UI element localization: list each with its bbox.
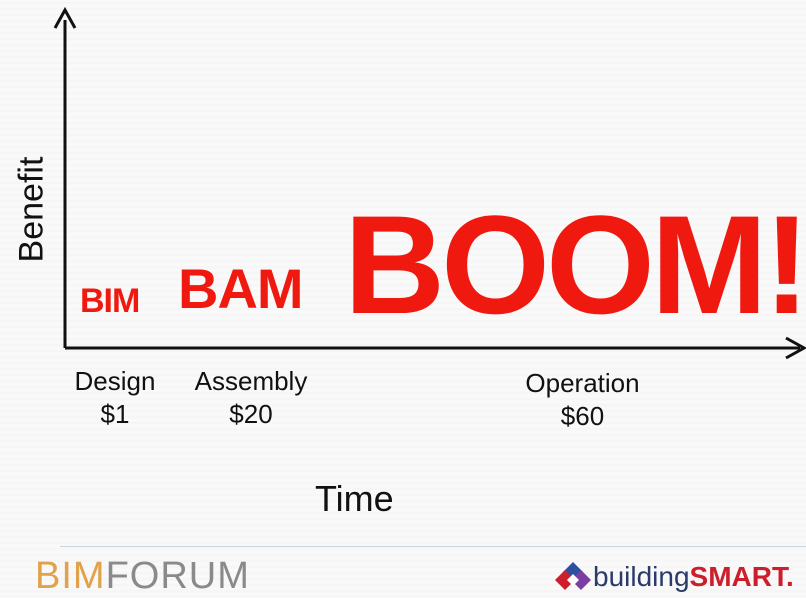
benefit-word-boom: BOOM! [344,186,806,343]
buildingsmart-wordmark-bold: SMART. [689,561,794,592]
bimforum-logo: BIMFORUM [35,555,250,598]
y-axis-arrowhead [53,6,77,29]
stage-design-cost: $1 [100,398,130,429]
stage-operation-cost: $60 [560,400,605,431]
benefit-word-bam: BAM [178,257,304,320]
y-axis-label: Benefit [12,156,51,263]
buildingsmart-wordmark: buildingSMART. [593,561,794,592]
footer-divider [60,546,806,547]
benefit-word-bim: BIM [80,282,140,320]
bimforum-logo-accent: BIM [35,555,106,597]
stage-operation-phase: Operation [525,368,640,398]
buildingsmart-logo: buildingSMART. [553,560,794,594]
stage-assembly: Assembly $20 [180,365,322,430]
stage-assembly-cost: $20 [229,398,273,429]
x-axis-label: Time [315,478,394,519]
stage-design: Design $1 [60,365,170,430]
stage-operation: Operation $60 [505,367,660,432]
stage-design-phase: Design [74,366,156,396]
stage-assembly-phase: Assembly [194,366,308,396]
bimforum-logo-rest: FORUM [105,555,250,597]
x-axis-arrowhead [785,336,806,360]
buildingsmart-wordmark-normal: building [593,561,690,592]
buildingsmart-mark-icon [555,562,591,590]
